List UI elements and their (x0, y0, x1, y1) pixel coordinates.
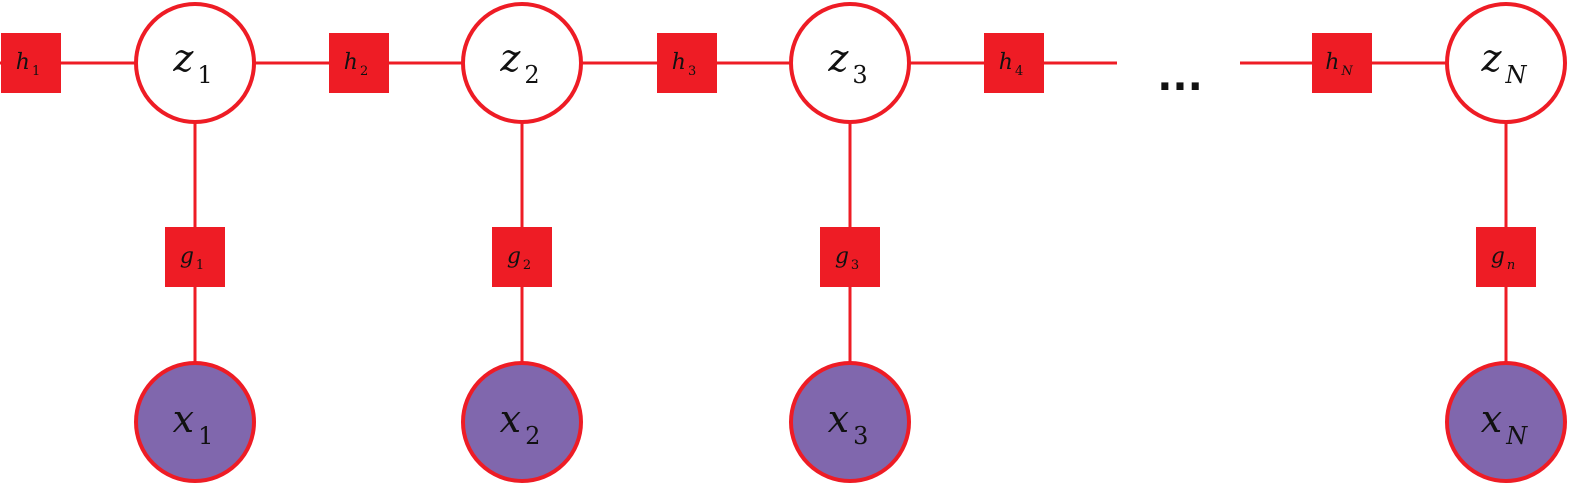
latent-node-label-sub: 2 (524, 61, 539, 89)
transition-factor-label-base: h (344, 50, 358, 75)
observed-circle (134, 361, 256, 483)
observed-node-label-base: x (828, 397, 849, 441)
observed-circle (789, 361, 911, 483)
observed-circle (1445, 361, 1567, 483)
transition-factor-label-sub: 1 (32, 64, 40, 79)
emission-factor-label-sub: n (1507, 258, 1515, 273)
edges (0, 61, 1508, 422)
latent-node-label-sub: 3 (852, 61, 867, 89)
observed-node-label-base: x (173, 397, 194, 441)
transition-factor-label-sub: 4 (1015, 64, 1023, 79)
transition-factor-label-base: h (672, 50, 686, 75)
latent-node-label-base: z (827, 36, 849, 80)
emission-factor-label-base: g (835, 244, 849, 269)
observed-node-label-sub: 2 (525, 422, 540, 450)
observed-node-label-sub: 1 (198, 422, 213, 450)
latent-circle (789, 2, 911, 124)
factor-box (820, 227, 880, 287)
observed-node-label-sub: 3 (853, 422, 868, 450)
observed-node-label-base: x (500, 397, 521, 441)
transition-factor-label-base: h (16, 50, 30, 75)
transition-factor-label-sub: 2 (360, 64, 368, 79)
transition-factor-label-sub: N (1340, 64, 1353, 79)
latent-node-label-sub: N (1505, 61, 1528, 89)
latent-circle (134, 2, 256, 124)
emission-factor-label-sub: 2 (523, 258, 531, 273)
latent-node-label-sub: 1 (197, 61, 212, 89)
transition-factor-label-sub: 3 (688, 64, 696, 79)
factor-box (657, 33, 717, 93)
emission-factor-label-sub: 3 (851, 258, 859, 273)
emission-factor-label-base: g (1491, 244, 1505, 269)
factor-box (1, 33, 61, 93)
emission-factor-label-base: g (507, 244, 521, 269)
ellipsis: ... (1157, 54, 1203, 100)
emission-factor-label-base: g (180, 244, 194, 269)
latent-node-label-base: z (1480, 36, 1502, 80)
transition-factor-label-base: h (999, 50, 1013, 75)
factor-box (492, 227, 552, 287)
observed-node-label-base: x (1481, 397, 1502, 441)
latent-circle (1445, 2, 1567, 124)
observed-node-label-sub: N (1505, 422, 1528, 450)
observed-circle (461, 361, 583, 483)
latent-node-label-base: z (172, 36, 194, 80)
factor-box (984, 33, 1044, 93)
latent-node-label-base: z (499, 36, 521, 80)
transition-factor-label-base: h (1325, 50, 1339, 75)
factor-box (1312, 33, 1372, 93)
factor-box (1476, 227, 1536, 287)
factor-box (329, 33, 389, 93)
factor-box (165, 227, 225, 287)
latent-circle (461, 2, 583, 124)
emission-factor-label-sub: 1 (196, 258, 204, 273)
